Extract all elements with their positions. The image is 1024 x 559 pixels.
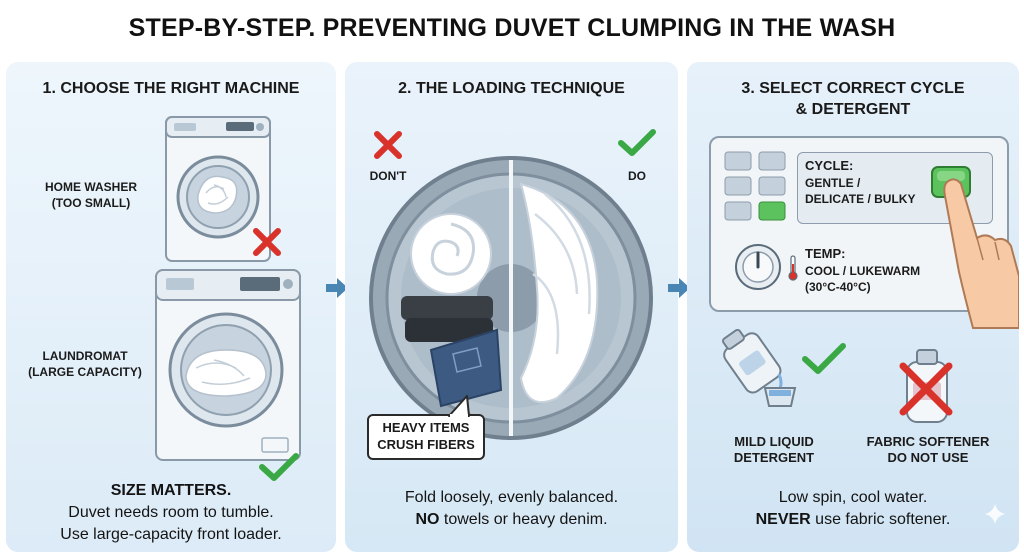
cross-icon bbox=[899, 362, 953, 416]
callout-line: CRUSH FIBERS bbox=[377, 437, 475, 452]
thermometer-icon bbox=[788, 255, 798, 281]
cross-icon bbox=[374, 131, 402, 159]
temperature-dial[interactable] bbox=[733, 242, 783, 292]
temp-value: COOL / LUKEWARM bbox=[805, 264, 921, 278]
caption-line: NO towels or heavy denim. bbox=[415, 511, 608, 528]
home-washer-label: HOME WASHER bbox=[44, 180, 137, 194]
caption-line: NEVER use fabric softener. bbox=[755, 511, 951, 528]
panel-title: & DETERGENT bbox=[795, 101, 911, 118]
panel-title: 2. THE LOADING TECHNIQUE bbox=[398, 80, 625, 97]
home-washer-illustration bbox=[165, 116, 271, 262]
cross-icon bbox=[253, 228, 281, 256]
check-icon bbox=[618, 129, 656, 156]
sparkle-icon bbox=[985, 504, 1005, 524]
cycle-value: GENTLE / bbox=[805, 176, 861, 190]
callout-box bbox=[367, 414, 485, 460]
mild-detergent-label: MILD LIQUID bbox=[734, 434, 814, 449]
panel-title: 1. CHOOSE THE RIGHT MACHINE bbox=[42, 80, 300, 97]
do-label: DO bbox=[628, 169, 646, 183]
laundromat-label: LAUNDROMAT bbox=[42, 349, 128, 363]
arrow-right-icon bbox=[326, 278, 348, 298]
caption-line: Low spin, cool water. bbox=[778, 489, 928, 506]
panel-loading-technique: 2. THE LOADING TECHNIQUE DON'T DO HEAVY … bbox=[345, 62, 678, 552]
arrow-right-icon bbox=[668, 278, 690, 298]
caption-line: Fold loosely, evenly balanced. bbox=[404, 489, 619, 506]
cycle-label: CYCLE: bbox=[805, 158, 854, 173]
mild-detergent-label: DETERGENT bbox=[733, 450, 815, 465]
caption-heading: SIZE MATTERS. bbox=[110, 482, 232, 499]
panel-cycle-detergent: 3. SELECT CORRECT CYCLE & DETERGENT CYCL… bbox=[687, 62, 1019, 552]
check-icon bbox=[259, 453, 299, 481]
cycle-value: DELICATE / BULKY bbox=[805, 192, 916, 206]
callout-line: HEAVY ITEMS bbox=[382, 420, 470, 435]
pointing-hand-icon bbox=[943, 178, 1019, 329]
washer-drum-illustration bbox=[369, 156, 653, 440]
laundromat-sublabel: (LARGE CAPACITY) bbox=[28, 365, 142, 379]
home-washer-sublabel: (TOO SMALL) bbox=[51, 196, 131, 210]
laundromat-washer-illustration bbox=[155, 269, 301, 461]
caption-line: Use large-capacity front loader. bbox=[60, 526, 282, 543]
cycle-buttons-grid bbox=[724, 151, 786, 221]
panel-title: 3. SELECT CORRECT CYCLE bbox=[741, 80, 965, 97]
check-icon bbox=[802, 343, 846, 374]
page-title: STEP-BY-STEP. PREVENTING DUVET CLUMPING … bbox=[128, 14, 896, 42]
temp-label: TEMP: bbox=[805, 246, 846, 261]
detergent-bottle-illustration bbox=[722, 328, 797, 407]
dont-label: DON'T bbox=[369, 169, 407, 183]
caption-line: Duvet needs room to tumble. bbox=[68, 504, 274, 521]
callout-pointer bbox=[448, 395, 470, 418]
fabric-softener-label: DO NOT USE bbox=[887, 450, 969, 465]
fabric-softener-label: FABRIC SOFTENER bbox=[866, 434, 990, 449]
temp-value: (30°C-40°C) bbox=[805, 280, 871, 294]
panel-choose-machine: 1. CHOOSE THE RIGHT MACHINE HOME WASHER … bbox=[6, 62, 336, 552]
